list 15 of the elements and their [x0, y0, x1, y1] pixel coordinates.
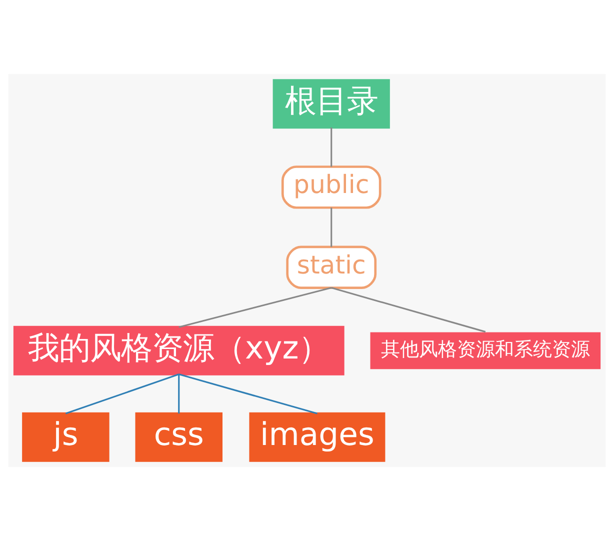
- connector: [330, 207, 332, 246]
- connector: [330, 126, 332, 166]
- connector: [178, 374, 180, 414]
- node-box: js: [22, 412, 110, 462]
- node-box: static: [286, 245, 377, 288]
- node-box: public: [281, 165, 382, 208]
- connector: [331, 286, 486, 332]
- node-box: css: [135, 412, 222, 462]
- node-box: images: [249, 412, 386, 462]
- node-box: 其他风格资源和系统资源: [370, 332, 601, 369]
- node-box: 我的风格资源（xyz）: [13, 325, 344, 375]
- connector: [65, 373, 180, 414]
- connector: [178, 286, 332, 328]
- node-box: 根目录: [272, 78, 390, 128]
- connector: [178, 373, 318, 414]
